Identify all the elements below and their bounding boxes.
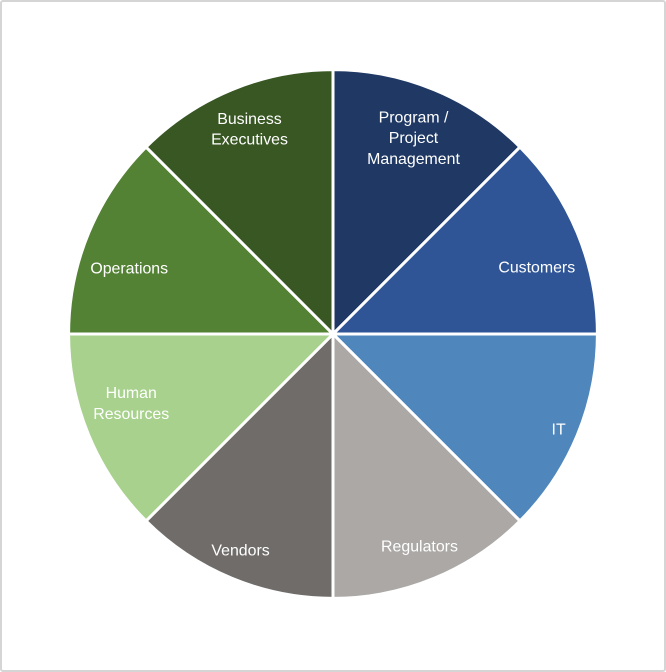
- pie-slice-regulators[interactable]: [331, 332, 522, 600]
- pie-slice-program-project-management[interactable]: [331, 68, 522, 336]
- pie-slice-it[interactable]: [331, 332, 599, 523]
- pie-slice-operations[interactable]: [67, 145, 335, 336]
- pie-slice-vendors[interactable]: [144, 332, 335, 600]
- pie-slice-customers[interactable]: [331, 145, 599, 336]
- pie-slice-human-resources[interactable]: [67, 332, 335, 523]
- pie-slice-business-executives[interactable]: [144, 68, 335, 336]
